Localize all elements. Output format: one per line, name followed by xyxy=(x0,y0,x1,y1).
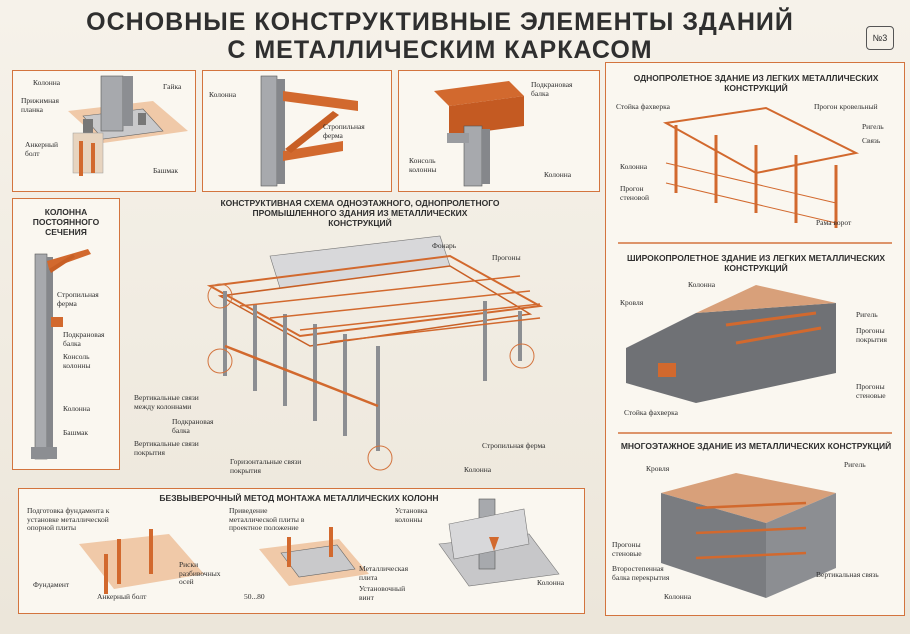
label-vert-braces-roof: Вертикальные связи покрытия xyxy=(134,439,199,457)
label-column: Колонна xyxy=(544,170,572,179)
label-purlins: Прогоны xyxy=(492,253,521,262)
main-scheme: КОНСТРУКТИВНАЯ СХЕМА ОДНОЭТАЖНОГО, ОДНОП… xyxy=(120,196,598,482)
panel-column-base: Колонна Гайка Прижимная планка Анкерный … xyxy=(12,70,196,192)
label-roof-purlin: Прогон кровельный xyxy=(814,102,878,111)
label-column: Колонна xyxy=(464,465,492,474)
panel-crane-beam: Подкрановая балка Консоль колонны Колонн… xyxy=(398,70,600,192)
label-dims: 50...80 xyxy=(244,592,265,601)
sheet-number: №3 xyxy=(866,26,894,50)
multi-storey-drawing xyxy=(661,473,836,598)
label-column: Колонна xyxy=(688,280,716,289)
label-clamp: Прижимная планка xyxy=(21,96,59,114)
heading-main-scheme: КОНСТРУКТИВНАЯ СХЕМА ОДНОЭТАЖНОГО, ОДНОП… xyxy=(220,198,500,228)
label-column: Колонна xyxy=(620,162,648,171)
heading-wide-span: ШИРОКОПРОЛЕТНОЕ ЗДАНИЕ ИЗ ЛЕГКИХ МЕТАЛЛИ… xyxy=(626,253,886,273)
mounting-drawing xyxy=(79,498,560,594)
label-lantern: Фонарь xyxy=(432,241,457,250)
label-brace: Связь xyxy=(862,136,881,145)
label-column: Колонна xyxy=(209,90,237,99)
label-column: Колонна xyxy=(537,578,565,587)
right-drawings xyxy=(618,106,892,598)
label-plate: Металлическая плита xyxy=(359,564,409,582)
label-vert-brace: Вертикальная связь xyxy=(816,570,879,579)
label-rigel: Ригель xyxy=(856,310,878,319)
label-secondary-beam: Второстепенная балка перекрытия xyxy=(612,564,670,582)
label-anchor-bolt: Анкерный болт xyxy=(25,140,59,158)
label-shoe: Башмак xyxy=(153,166,179,175)
label-crane-beam: Подкрановая балка xyxy=(63,330,105,348)
label-roof: Кровля xyxy=(620,298,644,307)
heading-multi-storey: МНОГОЭТАЖНОЕ ЗДАНИЕ ИЗ МЕТАЛЛИЧЕСКИХ КОН… xyxy=(620,441,892,451)
label-crane-beam: Подкрановая балка xyxy=(172,417,214,435)
label-gate-frame: Рама ворот xyxy=(816,218,852,227)
label-horiz-braces: Горизонтальные связи покрытия xyxy=(230,457,302,475)
label-column: Колонна xyxy=(63,404,91,413)
poster-title: ОСНОВНЫЕ КОНСТРУКТИВНЫЕ ЭЛЕМЕНТЫ ЗДАНИЙ xyxy=(86,8,794,36)
main-scheme-drawing xyxy=(206,235,544,471)
label-fachwerk: Стойка фахверка xyxy=(624,408,678,417)
wide-span-drawing xyxy=(626,285,836,403)
label-truss: Стропильная ферма xyxy=(323,122,365,140)
panel-right-column: ОДНОПРОЛЕТНОЕ ЗДАНИЕ ИЗ ЛЕГКИХ МЕТАЛЛИЧЕ… xyxy=(605,62,905,616)
heading-mounting: БЕЗВЫВЕРОЧНЫЙ МЕТОД МОНТАЖА МЕТАЛЛИЧЕСКИ… xyxy=(159,493,439,503)
heading-constant-column: КОЛОННА ПОСТОЯННОГО СЕЧЕНИЯ xyxy=(32,207,100,237)
poster-subtitle: С МЕТАЛЛИЧЕСКИМ КАРКАСОМ xyxy=(227,36,653,64)
label-prep: Подготовка фундамента к установке металл… xyxy=(27,506,110,532)
label-bracket: Консоль колонны xyxy=(409,156,437,174)
label-nut: Гайка xyxy=(163,82,182,91)
label-install: Установка колонны xyxy=(395,506,428,524)
label-vert-braces-cols: Вертикальные связи между колоннами xyxy=(134,393,199,411)
label-marks: Риски разбивочных осей xyxy=(179,560,221,586)
heading-single-span: ОДНОПРОЛЕТНОЕ ЗДАНИЕ ИЗ ЛЕГКИХ МЕТАЛЛИЧЕ… xyxy=(633,73,879,93)
label-foundation: Фундамент xyxy=(33,580,70,589)
label-anchor-bolt: Анкерный болт xyxy=(97,592,147,601)
label-screw: Установочный винт xyxy=(359,584,406,602)
label-wall-purlins: Прогоны стеновые xyxy=(612,540,642,558)
label-truss: Стропильная ферма xyxy=(57,290,99,308)
panel-mounting: БЕЗВЫВЕРОЧНЫЙ МЕТОД МОНТАЖА МЕТАЛЛИЧЕСКИ… xyxy=(18,488,585,614)
label-roof-purlins: Прогоны покрытия xyxy=(856,326,887,344)
panel-truss-joint: Колонна Стропильная ферма xyxy=(202,70,392,192)
label-shoe: Башмак xyxy=(63,428,89,437)
label-bracket: Консоль колонны xyxy=(63,352,91,370)
label-crane-beam: Подкрановая балка xyxy=(531,80,573,98)
crane-beam-drawing xyxy=(434,81,524,187)
label-wall-purlin: Прогон стеновой xyxy=(620,184,649,202)
panel-constant-column: КОЛОННА ПОСТОЯННОГО СЕЧЕНИЯ Стропильная … xyxy=(12,198,120,470)
label-rigel: Ригель xyxy=(862,122,884,131)
column-base-drawing xyxy=(68,75,188,176)
label-roof: Кровля xyxy=(646,464,670,473)
label-wall-purlins: Прогоны стеновые xyxy=(856,382,886,400)
label-rigel: Ригель xyxy=(844,460,866,469)
label-bring-plate: Приведение металлической плиты в проектн… xyxy=(229,506,305,532)
label-fachwerk: Стойка фахверка xyxy=(616,102,670,111)
label-column: Колонна xyxy=(33,78,61,87)
label-truss: Стропильная ферма xyxy=(482,441,546,450)
single-span-drawing xyxy=(662,106,860,228)
truss-joint-drawing xyxy=(260,75,358,187)
constant-column-drawing xyxy=(31,249,91,460)
label-column: Колонна xyxy=(664,592,692,601)
